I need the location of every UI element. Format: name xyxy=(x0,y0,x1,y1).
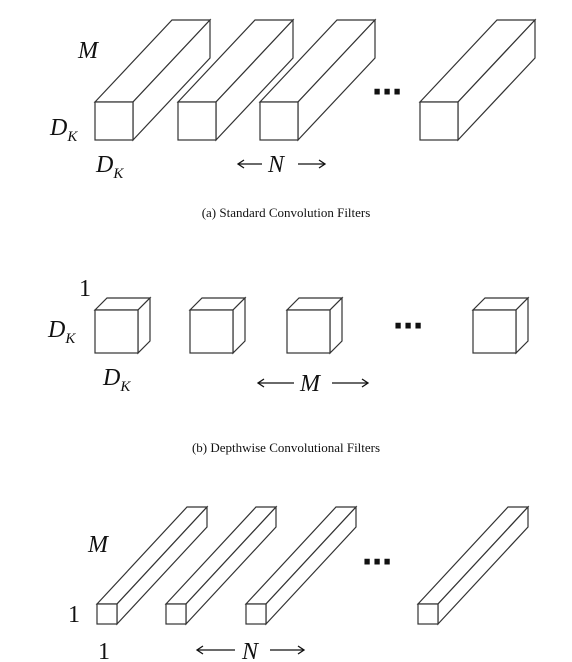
filter-block xyxy=(176,18,295,142)
height-label: DK xyxy=(47,317,76,347)
height-label: DK xyxy=(49,115,78,145)
panel-c-pointwise-filters: ⋯ M 1 1 N xyxy=(68,505,530,662)
filter-cube xyxy=(93,296,152,355)
filter-block xyxy=(93,18,212,142)
depth-label: M xyxy=(87,532,110,558)
count-arrow-right xyxy=(270,645,306,655)
ellipsis: ⋯ xyxy=(393,310,423,343)
caption: (a) Standard Convolution Filters xyxy=(202,205,371,220)
filter-rod xyxy=(244,505,358,626)
panel-a-standard-filters: ⋯ M DK DK N (a) Standard Convolution Fil… xyxy=(49,18,537,220)
count-label: N xyxy=(267,152,286,178)
filter-cube xyxy=(471,296,530,355)
count-arrow-left xyxy=(256,378,294,388)
width-label: DK xyxy=(95,152,124,182)
ellipsis: ⋯ xyxy=(372,76,402,109)
filter-rod xyxy=(416,505,530,626)
panel-b-depthwise-filters: ⋯ 1 DK DK M (b) Depthwise Convolutional … xyxy=(47,276,530,455)
filter-block xyxy=(418,18,537,142)
filter-rod xyxy=(164,505,278,626)
depth-label: M xyxy=(77,38,100,64)
ellipsis: ⋯ xyxy=(362,546,392,579)
filter-rod xyxy=(95,505,209,626)
count-arrow-right xyxy=(332,378,370,388)
count-label: M xyxy=(299,371,322,397)
width-label: 1 xyxy=(98,639,110,662)
width-label: DK xyxy=(102,365,131,395)
count-arrow-left xyxy=(195,645,235,655)
count-label: N xyxy=(241,639,260,662)
depth-label: 1 xyxy=(79,276,91,302)
height-label: 1 xyxy=(68,602,80,628)
count-arrow-left xyxy=(236,159,262,169)
filter-cube xyxy=(188,296,247,355)
count-arrow-right xyxy=(298,159,327,169)
filter-block xyxy=(258,18,377,142)
caption: (b) Depthwise Convolutional Filters xyxy=(192,440,380,455)
filter-cube xyxy=(285,296,344,355)
